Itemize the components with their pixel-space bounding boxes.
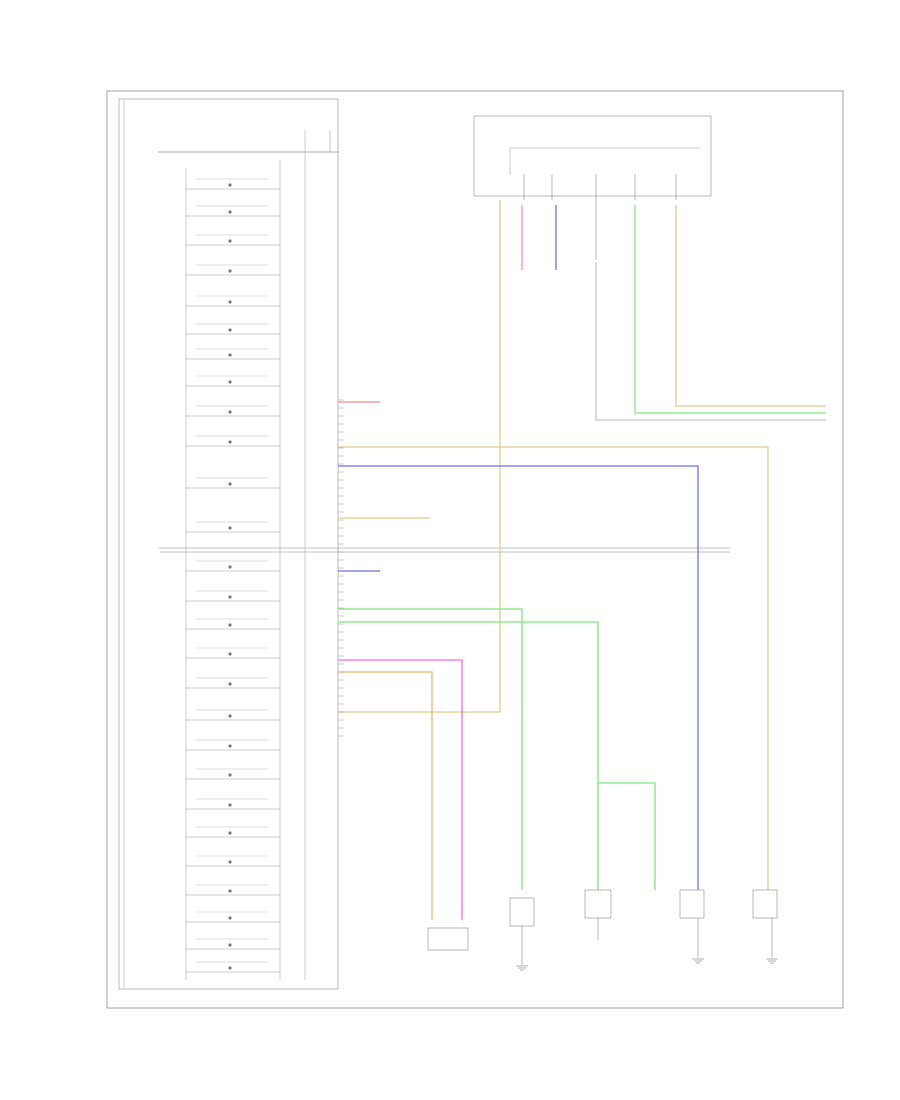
gauge-indicator-symbol	[186, 264, 280, 276]
gauge-indicator-symbol	[186, 205, 280, 217]
switch-symbol	[679, 889, 705, 919]
connector-pins	[338, 399, 344, 737]
gauge-indicator-symbol	[186, 521, 280, 533]
orange-wire-long	[338, 671, 433, 920]
gauge-indicator-symbol	[186, 798, 280, 810]
gauge-indicator-symbol	[186, 709, 280, 721]
gauge-indicator-symbol	[186, 560, 280, 572]
bottom-components	[329, 130, 778, 971]
tan-wire-top	[338, 200, 501, 713]
gauge-indicator-symbol	[186, 647, 280, 659]
gauge-indicator-symbol	[186, 348, 280, 360]
ground-symbol	[766, 958, 778, 964]
gauge-indicator-symbol	[186, 677, 280, 689]
gauge-indicator-symbol	[186, 435, 280, 447]
gauge-indicator-symbol	[186, 323, 280, 335]
pink-wire-long	[338, 659, 463, 920]
green-wire-a	[338, 608, 523, 890]
gauge-indicator-symbol	[186, 405, 280, 417]
tan-wire-long	[338, 446, 769, 890]
gauge-indicator-symbol	[186, 375, 280, 387]
combination-meter-block	[118, 98, 730, 990]
gauge-indicator-symbol	[186, 618, 280, 630]
switch-symbol	[509, 897, 535, 927]
gauge-indicator-symbol	[186, 768, 280, 780]
gauge-indicator-symbol	[186, 178, 280, 190]
meter-indicator-rows	[186, 178, 280, 973]
green-wire-b	[338, 621, 599, 890]
gauge-indicator-symbol	[186, 855, 280, 867]
ground-symbol	[692, 958, 704, 964]
switch-symbol	[584, 889, 612, 919]
ground-symbol	[516, 965, 528, 971]
ipdm-module-box	[473, 115, 712, 260]
grey-wire-right	[595, 262, 826, 421]
gauge-indicator-symbol	[186, 477, 280, 489]
switch-symbol	[752, 889, 778, 919]
wire-harness	[338, 200, 826, 920]
blue-wire-long	[338, 465, 699, 890]
green-wire-c	[598, 782, 656, 890]
sensor-box-symbol	[427, 927, 469, 951]
gauge-indicator-symbol	[186, 590, 280, 602]
tan-wire-right	[675, 205, 826, 407]
gauge-indicator-symbol	[186, 234, 280, 246]
gauge-indicator-symbol	[186, 961, 280, 973]
diagram-frame	[106, 90, 844, 1009]
gauge-indicator-symbol	[186, 911, 280, 923]
gauge-indicator-symbol	[186, 826, 280, 838]
green-wire-right	[634, 205, 826, 414]
gauge-indicator-symbol	[186, 884, 280, 896]
gauge-indicator-symbol	[186, 295, 280, 307]
gauge-indicator-symbol	[186, 938, 280, 950]
gauge-indicator-symbol	[186, 739, 280, 751]
